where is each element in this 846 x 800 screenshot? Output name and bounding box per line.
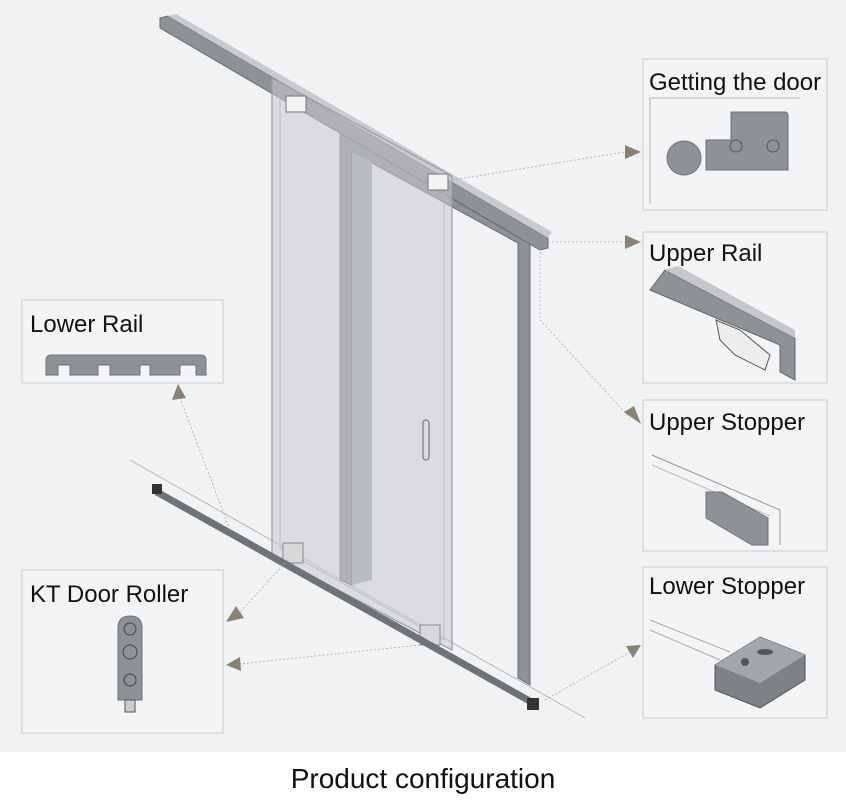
arrow-lower-rail <box>172 384 186 400</box>
panel-lower-stopper: Lower Stopper <box>642 566 828 719</box>
top-roller-left <box>285 95 307 113</box>
glass-door <box>271 76 453 651</box>
door-hanger-icon <box>666 111 789 176</box>
lower-rail-end-cap <box>152 484 162 494</box>
panel-kt-roller: KT Door Roller <box>21 569 224 734</box>
panel-upper-rail: Upper Rail <box>642 231 828 384</box>
upper-rail-icon <box>649 266 796 381</box>
lower-stopper-icon <box>649 619 806 709</box>
panel-title: Lower Stopper <box>649 573 805 600</box>
door-handle <box>422 419 430 461</box>
door-roller-icon <box>117 615 143 713</box>
caption-band <box>0 752 846 800</box>
panel-title: Getting the door <box>649 69 821 96</box>
lower-rail-profile-icon <box>45 354 207 376</box>
arrow-lower-stopper <box>626 645 641 658</box>
arrow-getting-door <box>625 145 641 159</box>
caption: Product configuration <box>291 763 556 794</box>
panel-title: Upper Stopper <box>649 409 805 436</box>
upper-stopper-icon <box>651 454 781 546</box>
panel-getting-door: Getting the door <box>642 58 828 211</box>
arrow-kt-roller <box>226 606 244 622</box>
panel-title: KT Door Roller <box>30 581 188 608</box>
top-roller-right <box>427 173 449 191</box>
arrow-upper-stopper <box>624 406 641 424</box>
panel-title: Lower Rail <box>30 311 143 338</box>
arrow-kt-roller-2 <box>226 657 241 671</box>
arrow-upper-rail <box>625 235 641 249</box>
door-roller-left <box>282 542 304 564</box>
panel-upper-stopper: Upper Stopper <box>642 399 828 552</box>
lower-rail <box>152 484 539 710</box>
panel-lower-rail: Lower Rail <box>21 299 224 384</box>
panel-title: Upper Rail <box>649 240 762 267</box>
lower-rail-end-cap <box>527 698 539 710</box>
leader-lines <box>172 145 641 701</box>
